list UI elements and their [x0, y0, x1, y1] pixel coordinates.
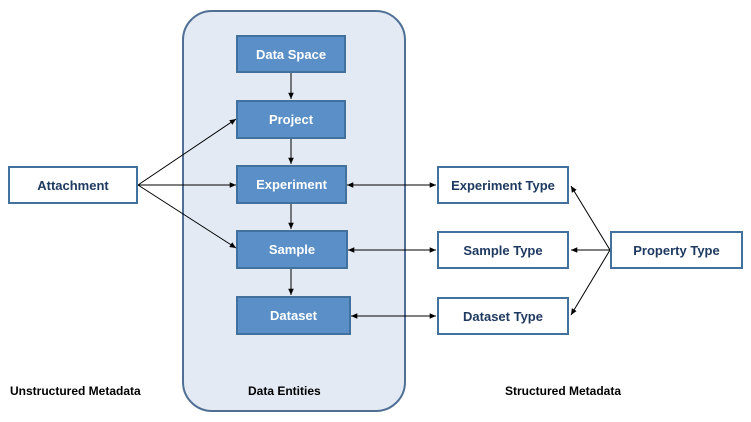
node-experiment: Experiment: [236, 165, 347, 204]
arrow-attachment-to-project: [137, 118, 237, 186]
data-entities-container: [182, 10, 406, 412]
node-attachment: Attachment: [8, 166, 138, 204]
node-data-space: Data Space: [236, 35, 346, 73]
node-property-type: Property Type: [610, 231, 743, 269]
caption-structured-metadata: Structured Metadata: [505, 384, 622, 398]
node-dataset-type: Dataset Type: [437, 297, 569, 335]
caption-unstructured-metadata: Unstructured Metadata: [10, 384, 141, 398]
arrow-property-to-experiment-type: [570, 185, 611, 251]
node-experiment-type: Experiment Type: [437, 166, 569, 204]
arrow-attachment-to-sample: [137, 184, 237, 249]
node-sample-type: Sample Type: [437, 231, 569, 269]
node-project: Project: [236, 100, 346, 139]
node-sample: Sample: [236, 230, 348, 269]
arrow-property-to-dataset-type: [570, 249, 611, 316]
caption-data-entities: Data Entities: [248, 384, 321, 398]
node-dataset: Dataset: [236, 296, 351, 335]
